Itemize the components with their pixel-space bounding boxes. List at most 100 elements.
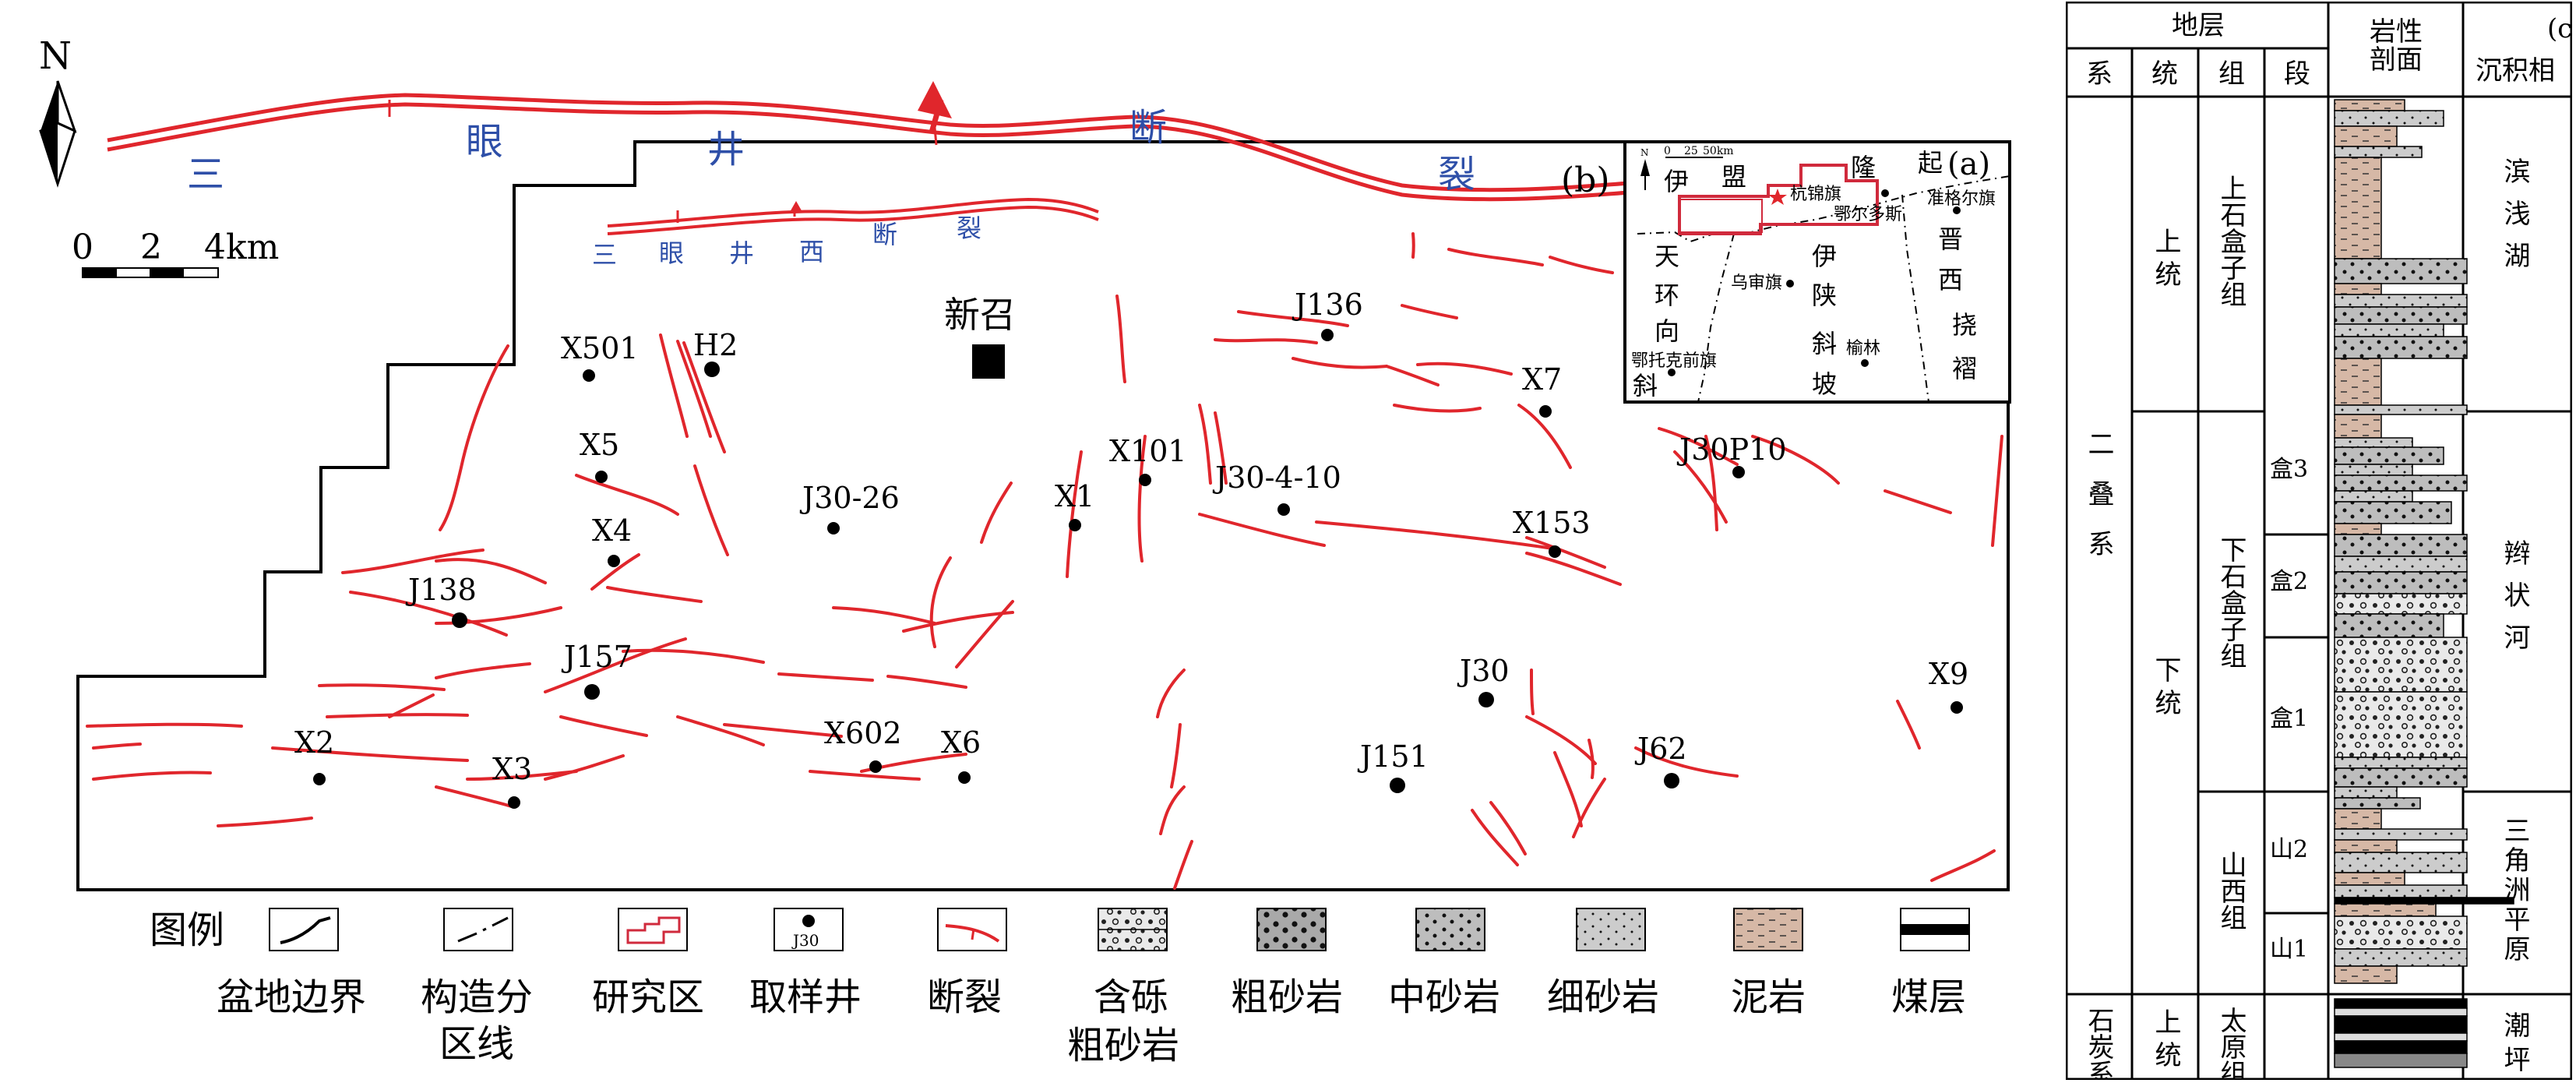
legend-label: 含砾 bbox=[1094, 975, 1168, 1019]
study-area-boundary bbox=[76, 140, 2010, 891]
north-arrow: N bbox=[39, 34, 77, 188]
system-carboniferous: 石炭系 bbox=[2083, 1007, 2114, 1080]
town-label: 新召 bbox=[944, 294, 1016, 336]
well-label: H2 bbox=[693, 328, 738, 362]
well-label: X4 bbox=[592, 513, 632, 548]
inset-scale-tick: 50km bbox=[1703, 145, 1734, 157]
legend-label: 盆地边界 bbox=[217, 975, 366, 1019]
inset-region-char: 褶 bbox=[1952, 354, 1977, 383]
sanyanjing-west-fault bbox=[607, 197, 1099, 235]
header-series: 统 bbox=[2151, 58, 2178, 90]
fault-label-char: 三 bbox=[592, 240, 617, 270]
header-member: 段 bbox=[2284, 58, 2310, 90]
well-label: X9 bbox=[1929, 657, 1968, 691]
well-label: X1 bbox=[1055, 479, 1094, 513]
fault-label-char: 裂 bbox=[1438, 153, 1475, 196]
formation-taiyuan: 太原组 bbox=[2215, 1007, 2247, 1080]
inset-region-char: 晋 bbox=[1938, 224, 1963, 254]
fault-label-char: 井 bbox=[729, 238, 754, 268]
fault-label-char: 裂 bbox=[957, 213, 981, 243]
well-label: X6 bbox=[941, 725, 981, 760]
facies-delta-plain: 三角洲平原 bbox=[2499, 817, 2530, 965]
inset-region-char: 向 bbox=[1654, 316, 1679, 346]
scale-bar: 0 2 4km bbox=[72, 228, 279, 278]
inset-north-label: N bbox=[1640, 147, 1649, 158]
legend: 图例 盆地边界 构造分 区线 研究区 J30 取样井 断裂 含砾 粗砂岩 粗砂岩 bbox=[150, 908, 1970, 1067]
legend-label: 泥岩 bbox=[1731, 975, 1806, 1019]
stratigraphic-column: (c) 地层 系 统 组 段 岩性 剖面 沉积相 二叠系 石炭系 上统 下统 上… bbox=[2066, 2, 2572, 1080]
facies-tidal-flat: 潮坪 bbox=[2499, 1011, 2530, 1080]
inset-place: 鄂尔多斯 bbox=[1834, 205, 1902, 224]
header-formation: 组 bbox=[2218, 58, 2245, 90]
legend-well-symbol-text: J30 bbox=[791, 931, 819, 950]
well-label: X602 bbox=[824, 716, 902, 750]
minor-faults bbox=[86, 232, 2003, 890]
header-strata: 地层 bbox=[2172, 10, 2225, 41]
inset-region-char: 西 bbox=[1938, 265, 1963, 295]
inset-place: 鄂托克前旗 bbox=[1631, 351, 1717, 371]
legend-label: 研究区 bbox=[592, 975, 704, 1019]
legend-title: 图例 bbox=[150, 908, 224, 952]
north-label: N bbox=[39, 34, 72, 78]
legend-label: 粗砂岩 bbox=[1231, 975, 1343, 1019]
fault-label-char: 眼 bbox=[466, 120, 503, 164]
fault-label-char: 眼 bbox=[659, 238, 684, 268]
legend-label: 粗砂岩 bbox=[1067, 1024, 1179, 1067]
fault-label-char: 井 bbox=[707, 128, 745, 171]
legend-label: 中砂岩 bbox=[1388, 975, 1500, 1019]
well-label: J157 bbox=[561, 640, 633, 674]
well-label: X3 bbox=[492, 752, 532, 786]
well-label: X153 bbox=[1513, 506, 1591, 540]
well-label: J30-26 bbox=[799, 481, 900, 515]
panel-label-b: (b) bbox=[1561, 161, 1610, 200]
panel-label-c: (c) bbox=[2547, 13, 2572, 44]
header-facies: 沉积相 bbox=[2476, 55, 2555, 86]
panel-label-a: (a) bbox=[1947, 146, 1990, 182]
member-he3: 盒3 bbox=[2270, 456, 2308, 483]
inset-place: 乌审旗 bbox=[1731, 273, 1782, 293]
lithology-log bbox=[2334, 99, 2514, 1068]
member-shan2: 山2 bbox=[2270, 836, 2308, 863]
legend-label: 构造分 bbox=[421, 975, 533, 1019]
legend-label: 取样井 bbox=[749, 975, 862, 1019]
wells: X501 H2 X5 X4 J138 J157 X2 X3 X602 X6 J3… bbox=[294, 288, 1968, 809]
inset-region-char: 盟 bbox=[1721, 162, 1746, 192]
inset-region-char: 陕 bbox=[1812, 280, 1837, 310]
scale-tick: 2 bbox=[140, 228, 162, 267]
inset-place: 杭锦旗 bbox=[1790, 185, 1841, 204]
legend-label: 细砂岩 bbox=[1547, 975, 1659, 1019]
inset-region-char: 坡 bbox=[1812, 369, 1837, 399]
scale-tick: 0 bbox=[72, 228, 93, 267]
well-label: J30 bbox=[1457, 654, 1510, 688]
facies-lake: 滨浅湖 bbox=[2499, 157, 2530, 284]
inset-region-char: 斜 bbox=[1812, 329, 1837, 358]
inset-region-char: 斜 bbox=[1633, 371, 1658, 400]
inset-region-char: 挠 bbox=[1952, 310, 1977, 340]
inset-place: 准格尔旗 bbox=[1927, 189, 1996, 209]
fault-arrow bbox=[918, 81, 952, 133]
inset-place: 榆林 bbox=[1846, 339, 1880, 358]
well-label: J138 bbox=[405, 573, 477, 607]
inset-scale-tick: 25 bbox=[1684, 145, 1698, 157]
header-lithology-2: 剖面 bbox=[2370, 44, 2423, 76]
inset-region-char: 环 bbox=[1654, 280, 1679, 310]
inset-map: (a) N 0 25 50km 伊 盟 隆 起 天 环 向 斜 伊 陕 斜 坡 … bbox=[1623, 140, 2011, 404]
formation-lower-shihezi: 下石盒子组 bbox=[2215, 536, 2247, 668]
fault-labels-small: 三 眼 井 西 断 裂 bbox=[592, 213, 981, 270]
system-permian: 二叠系 bbox=[2083, 430, 2114, 580]
formation-shanxi: 山西组 bbox=[2215, 851, 2247, 930]
inset-region-char: 伊 bbox=[1812, 242, 1837, 271]
well-label: J62 bbox=[1634, 732, 1687, 766]
fault-labels-large: 三 眼 井 断 裂 bbox=[187, 106, 1475, 196]
legend-label: 断裂 bbox=[927, 975, 1002, 1019]
well-label: X5 bbox=[580, 428, 619, 462]
fault-label-char: 断 bbox=[1129, 106, 1167, 150]
facies-braided-river: 辫状河 bbox=[2499, 539, 2530, 665]
well-label: J151 bbox=[1357, 739, 1429, 774]
header-lithology-1: 岩性 bbox=[2370, 16, 2423, 48]
series-carb: 上统 bbox=[2150, 1008, 2181, 1074]
well-label: J30P10 bbox=[1676, 432, 1787, 467]
member-he2: 盒2 bbox=[2270, 568, 2308, 595]
legend-label: 区线 bbox=[439, 1022, 514, 1066]
member-shan1: 山1 bbox=[2270, 936, 2308, 963]
